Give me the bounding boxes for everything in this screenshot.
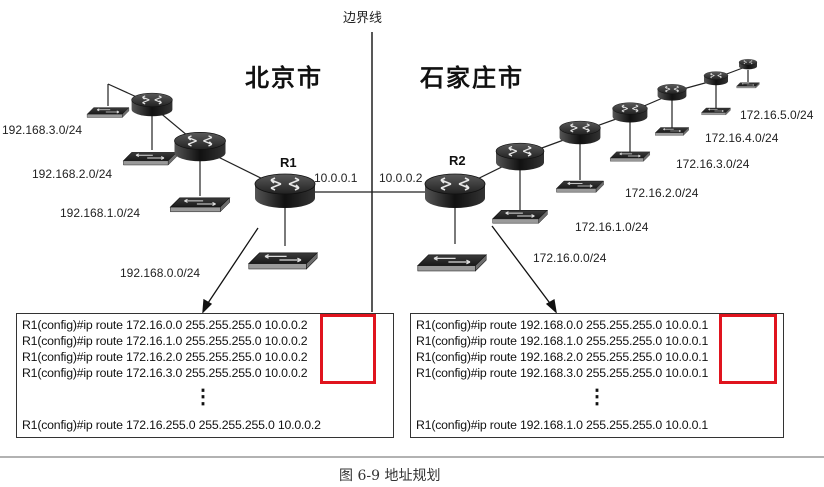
cmd-text: R1(config)#ip route 192.168.3.0 255.255.… (416, 366, 663, 380)
next-hop: 10.0.0.2 (264, 318, 308, 332)
router-right-5 (657, 83, 687, 102)
r1-ip: 10.0.0.1 (314, 171, 358, 185)
router-right-7 (738, 58, 758, 70)
cmd-text: R1(config)#ip route 172.16.2.0 255.255.2… (22, 350, 262, 364)
net-192-168-2: 192.168.2.0/24 (32, 167, 113, 181)
cmd-last: R1(config)#ip route 192.168.1.0 255.255.… (416, 418, 709, 432)
router-right-4 (612, 102, 648, 123)
cmd-last: R1(config)#ip route 172.16.255.0 255.255… (22, 418, 321, 432)
switch-172-16-5 (701, 107, 731, 116)
net-192-168-3: 192.168.3.0/24 (2, 123, 83, 137)
switch-172-16-0 (417, 254, 487, 272)
ellipsis: ⋮ (587, 386, 607, 408)
cmd-row: R1(config)#ip route 192.168.2.0 255.255.… (416, 350, 708, 364)
next-hop: 10.0.0.1 (665, 366, 709, 380)
r2-ip: 10.0.0.2 (379, 171, 423, 185)
switch-192-168-0 (248, 252, 318, 270)
cmd-row: R1(config)#ip route 172.16.2.0 255.255.2… (22, 350, 308, 364)
next-hop: 10.0.0.2 (264, 334, 308, 348)
cmd-text: R1(config)#ip route 192.168.2.0 255.255.… (416, 350, 663, 364)
router-right-3 (559, 120, 601, 145)
arrows (202, 225, 557, 314)
router-r2-label: R2 (449, 153, 466, 168)
net-172-16-5: 172.16.5.0/24 (740, 108, 814, 122)
cmd-text: R1(config)#ip route 172.16.0.0 255.255.2… (22, 318, 262, 332)
router-r1 (254, 173, 316, 209)
next-hop: 10.0.0.2 (264, 350, 308, 364)
cmd-row: R1(config)#ip route 192.168.3.0 255.255.… (416, 366, 708, 380)
next-hop: 10.0.0.2 (264, 366, 308, 380)
switch-172-16-4 (654, 127, 690, 136)
cmd-row: R1(config)#ip route 192.168.0.0 255.255.… (416, 318, 708, 332)
switch-192-168-3 (86, 107, 130, 118)
router-right-2 (495, 142, 545, 172)
net-172-16-3: 172.16.3.0/24 (676, 157, 750, 171)
r2-route-commands-box: R1(config)#ip route 192.168.0.0 255.255.… (410, 313, 784, 438)
cmd-text: R1(config)#ip route 192.168.1.0 255.255.… (416, 334, 663, 348)
net-172-16-4: 172.16.4.0/24 (705, 131, 779, 145)
next-hop-highlight-left (320, 314, 376, 384)
router-r1-label: R1 (280, 155, 297, 170)
router-left-2 (173, 131, 227, 162)
net-172-16-2: 172.16.2.0/24 (625, 186, 699, 200)
next-hop: 10.0.0.1 (665, 334, 709, 348)
figure-caption: 图 6-9 地址规划 (339, 468, 441, 484)
router-r2 (424, 173, 486, 209)
switch-172-16-3 (609, 151, 651, 162)
cmd-row: R1(config)#ip route 192.168.1.0 255.255.… (416, 334, 708, 348)
switch-172-16-6 (736, 82, 760, 89)
next-hop-highlight-right (719, 314, 777, 384)
cmd-row: R1(config)#ip route 172.16.3.0 255.255.2… (22, 366, 308, 380)
ellipsis: ⋮ (193, 386, 213, 408)
net-172-16-1: 172.16.1.0/24 (575, 220, 649, 234)
cmd-text: R1(config)#ip route 172.16.3.0 255.255.2… (22, 366, 262, 380)
city-beijing: 北京市 (245, 64, 323, 92)
boundary-label: 边界线 (343, 11, 383, 26)
switch-172-16-1 (492, 209, 548, 224)
net-192-168-0: 192.168.0.0/24 (120, 266, 201, 280)
cmd-row: R1(config)#ip route 172.16.1.0 255.255.2… (22, 334, 308, 348)
router-left-3 (131, 92, 173, 117)
cmd-row: R1(config)#ip route 172.16.0.0 255.255.2… (22, 318, 308, 332)
net-172-16-0: 172.16.0.0/24 (533, 251, 607, 265)
next-hop: 10.0.0.1 (665, 350, 709, 364)
city-shijiazhuang: 石家庄市 (420, 64, 524, 92)
cmd-text: R1(config)#ip route 172.16.1.0 255.255.2… (22, 334, 262, 348)
router-right-6 (703, 71, 729, 86)
switch-192-168-2 (122, 151, 178, 166)
net-192-168-1: 192.168.1.0/24 (60, 206, 141, 220)
switch-172-16-2 (556, 180, 604, 193)
r1-route-commands-box: R1(config)#ip route 172.16.0.0 255.255.2… (16, 313, 394, 438)
switch-192-168-1 (169, 197, 231, 213)
next-hop: 10.0.0.1 (665, 318, 709, 332)
cmd-text: R1(config)#ip route 192.168.0.0 255.255.… (416, 318, 663, 332)
